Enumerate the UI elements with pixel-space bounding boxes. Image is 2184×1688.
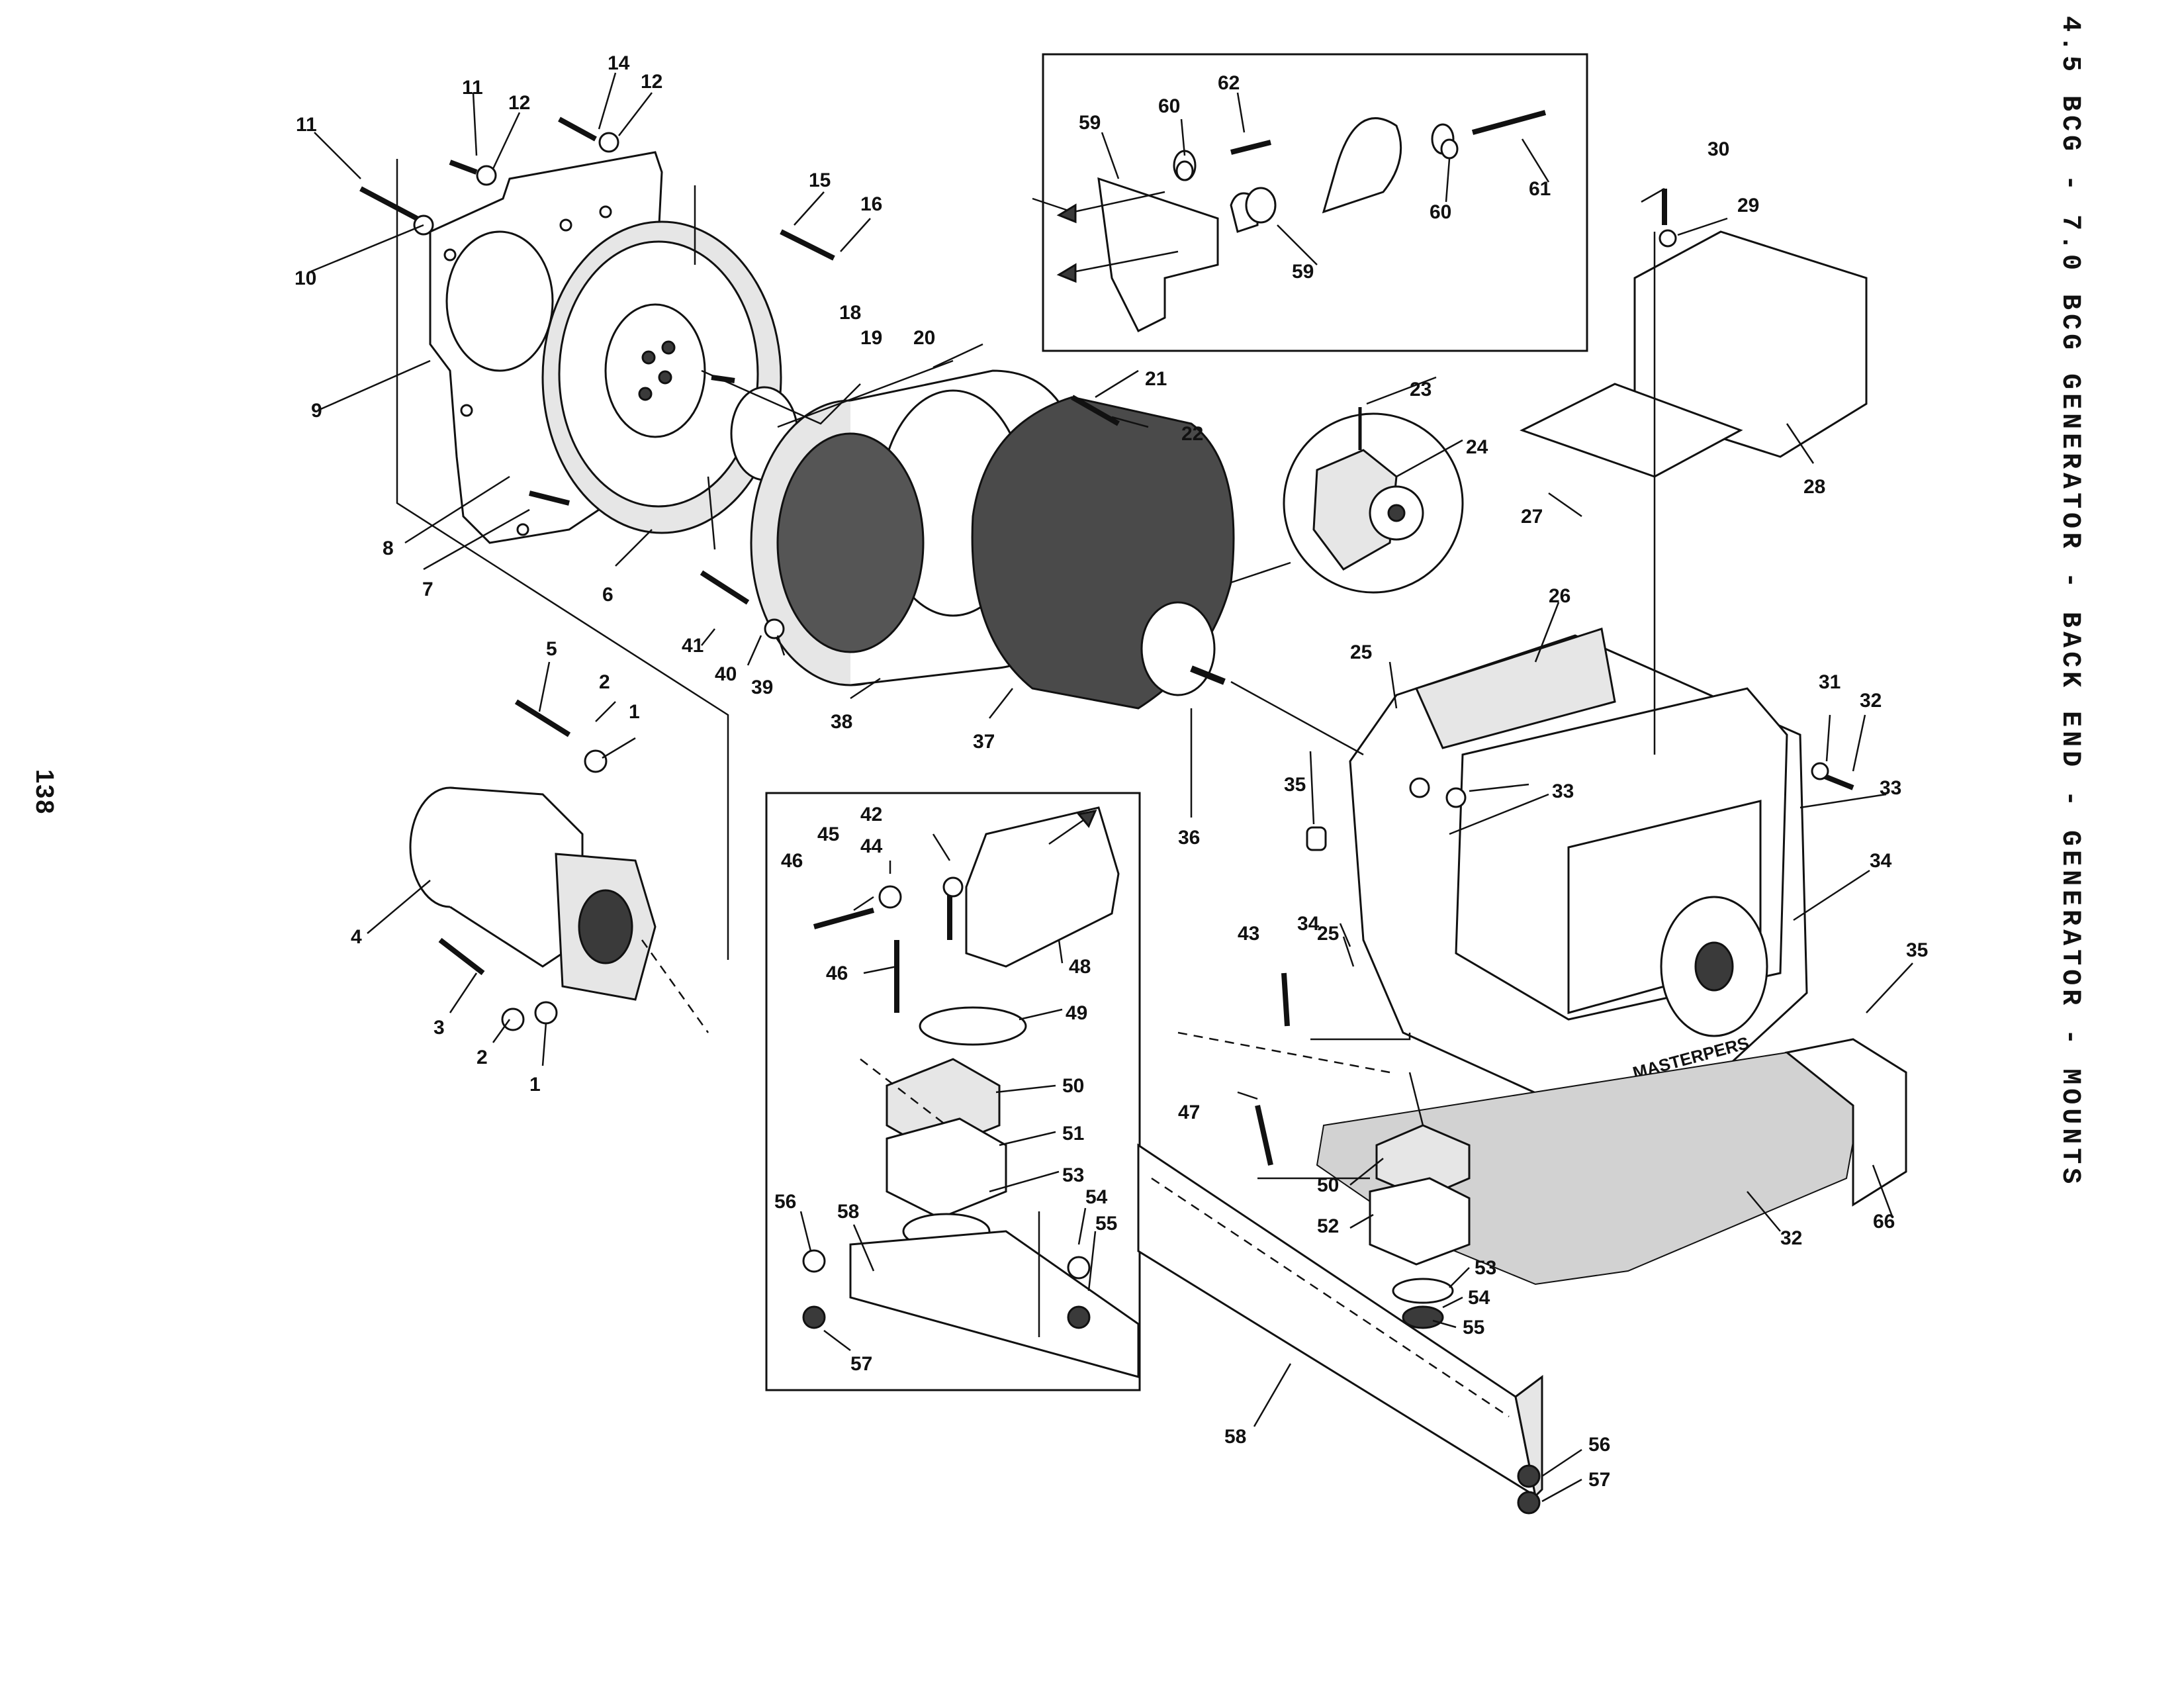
callout-27: 27	[1521, 506, 1543, 528]
callout-25a: 25	[1350, 641, 1372, 663]
callout-labels: 11 11 12 14 12 15 16 10 18 19 20 9 8 7 6…	[295, 52, 1928, 1491]
callout-24: 24	[1466, 436, 1488, 458]
direction-arrows	[1048, 191, 1179, 845]
callout-49: 46	[781, 850, 803, 872]
callout-23: 23	[1410, 379, 1432, 400]
callout-12b: 12	[641, 71, 662, 93]
callout-48: 45	[817, 823, 839, 845]
callout-29: 29	[1737, 195, 1759, 216]
inset-box-mount	[765, 792, 1141, 1391]
explode-lines	[396, 159, 1656, 1337]
callout-3: 3	[433, 1017, 445, 1039]
callout-35: 35	[1906, 939, 1928, 961]
callout-14: 14	[608, 52, 630, 74]
callout-65: 62	[1218, 72, 1240, 94]
callout-38: 34	[1297, 913, 1320, 935]
main-mount-stack	[1369, 1124, 1471, 1329]
brush-holder-detail	[1283, 407, 1464, 594]
callout-58a: 56	[774, 1191, 796, 1213]
callout-59b: 57	[1588, 1469, 1610, 1491]
callout-20: 20	[913, 327, 935, 349]
callout-57b: 55	[1463, 1317, 1484, 1338]
callout-55b: 53	[1475, 1257, 1496, 1279]
callout-60b: 58	[1224, 1426, 1246, 1448]
bracket-parts	[1097, 117, 1455, 333]
callout-11b: 11	[462, 77, 483, 99]
hardware	[359, 110, 1854, 1515]
callout-63a: 60	[1158, 95, 1180, 117]
callout-50a: 46	[826, 962, 848, 984]
callout-64: 61	[1529, 178, 1551, 200]
callout-66: 66	[1873, 1211, 1895, 1233]
callout-34: 34	[1870, 850, 1892, 872]
callout-25b: 25	[1317, 923, 1339, 945]
callout-61: 59	[1079, 112, 1101, 134]
callout-8: 8	[383, 538, 394, 559]
callout-56a: 54	[1085, 1186, 1108, 1208]
callout-12a: 12	[508, 92, 530, 114]
callout-42: 38	[831, 711, 852, 733]
callout-59a: 57	[850, 1353, 872, 1375]
callout-36: 32	[1780, 1227, 1802, 1249]
callout-41: 37	[973, 731, 995, 753]
callout-19: 19	[860, 327, 882, 349]
callout-57a: 55	[1095, 1213, 1117, 1235]
callout-51: 48	[1069, 956, 1091, 978]
mount-detail	[849, 806, 1140, 1378]
callout-15: 15	[809, 169, 831, 191]
callout-6: 6	[602, 584, 614, 606]
callout-60a: 58	[837, 1201, 859, 1223]
callout-1a: 1	[629, 701, 640, 723]
callout-2b: 2	[477, 1047, 488, 1068]
callout-9: 9	[311, 400, 322, 422]
callout-56b: 54	[1468, 1287, 1490, 1309]
callout-58b: 56	[1588, 1434, 1610, 1456]
callout-63b: 60	[1430, 201, 1451, 223]
callout-40: 36	[1178, 827, 1200, 849]
generator-end-housing: MASTERPERS	[1349, 628, 1808, 1100]
callout-31: 31	[1819, 671, 1841, 693]
generator-cover	[1520, 230, 1868, 478]
stator-armature	[971, 396, 1235, 710]
callout-46b: 43	[1238, 923, 1259, 945]
callout-5: 5	[546, 638, 557, 660]
callout-30: 30	[1707, 138, 1729, 160]
callout-2a: 2	[599, 671, 610, 693]
callout-1b: 1	[529, 1074, 541, 1096]
starter-motor	[409, 786, 657, 1001]
callout-21: 21	[1145, 368, 1167, 390]
callout-10: 10	[295, 267, 316, 289]
callout-37: 33	[1552, 780, 1574, 802]
callout-4: 4	[351, 926, 362, 948]
leader-lines	[310, 72, 1913, 1503]
callout-46a: 42	[860, 804, 882, 825]
callout-11a: 11	[296, 114, 317, 136]
callout-53a: 50	[1062, 1075, 1084, 1097]
callout-22: 22	[1181, 423, 1203, 445]
callout-18: 18	[839, 302, 861, 324]
callout-54a: 51	[1062, 1123, 1084, 1145]
callout-44: 40	[715, 663, 737, 685]
callout-54b: 52	[1317, 1215, 1339, 1237]
callout-39: 35	[1284, 774, 1306, 796]
callout-43: 39	[751, 677, 773, 698]
callout-28: 28	[1803, 476, 1825, 498]
callout-55a: 53	[1062, 1164, 1084, 1186]
callout-45: 41	[682, 635, 704, 657]
callout-33: 33	[1880, 777, 1901, 799]
callout-52: 49	[1066, 1002, 1087, 1024]
callout-32: 32	[1860, 690, 1882, 712]
callout-47: 44	[860, 835, 883, 857]
callout-53b: 50	[1317, 1174, 1339, 1196]
flywheel	[541, 220, 782, 534]
callout-7: 7	[422, 579, 433, 600]
callout-16: 16	[860, 193, 882, 215]
callout-26: 26	[1549, 585, 1570, 607]
callout-50b: 47	[1178, 1102, 1200, 1123]
callout-62: 59	[1292, 261, 1314, 283]
